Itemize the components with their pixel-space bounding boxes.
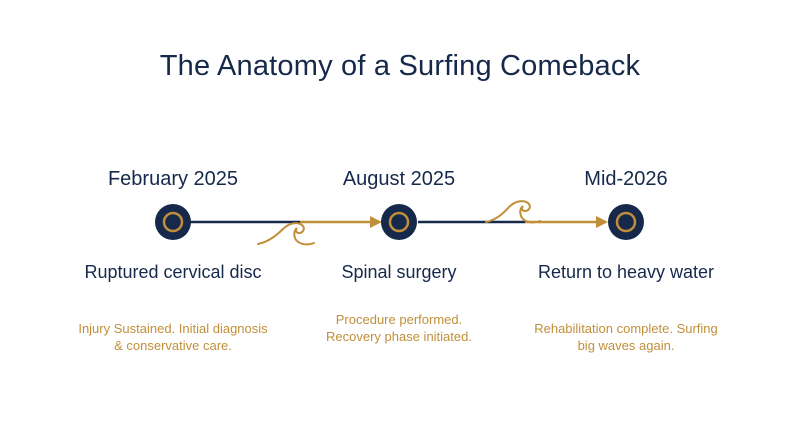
milestone-heading: Spinal surgery: [341, 262, 457, 282]
circle-node-icon: [381, 204, 417, 240]
milestone-description: Procedure performed. Recovery phase init…: [326, 312, 472, 344]
arrowhead-icon: [596, 216, 608, 228]
milestone-description: Injury Sustained. Initial diagnosis & co…: [78, 321, 268, 353]
wave-icon: [257, 222, 315, 246]
milestone-description: Rehabilitation complete. Surfing big wav…: [534, 321, 718, 353]
milestone-date: Mid-2026: [584, 168, 668, 190]
milestone-date: August 2025: [342, 168, 456, 190]
arrowhead-icon: [370, 216, 382, 228]
milestone-heading: Return to heavy water: [537, 262, 715, 282]
circle-node-icon: [155, 204, 191, 240]
wave-icon: [485, 200, 541, 224]
milestone-date: February 2025: [107, 168, 239, 190]
milestone-heading: Ruptured cervical disc: [84, 262, 262, 282]
circle-node-icon: [608, 204, 644, 240]
page-title: The Anatomy of a Surfing Comeback: [159, 50, 641, 82]
